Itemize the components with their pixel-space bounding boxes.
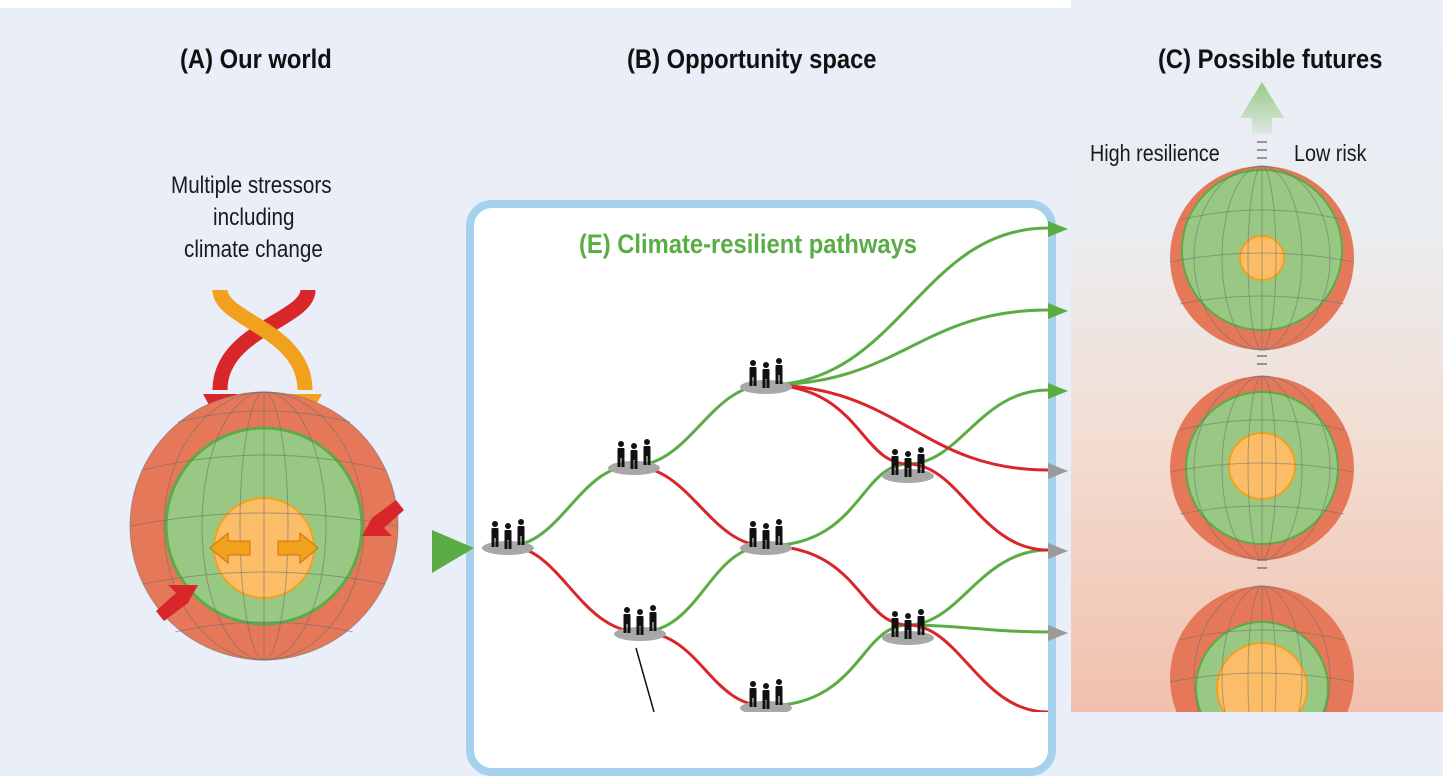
top-border xyxy=(0,0,1443,8)
future-globe-low-risk xyxy=(1169,165,1355,351)
panel-e-title: (E) Climate-resilient pathways xyxy=(579,229,918,259)
entry-arrow xyxy=(432,530,474,573)
pathway-endpoints xyxy=(1048,221,1068,641)
pathway-network xyxy=(507,226,1049,712)
high-resilience-label: High resilience xyxy=(1090,140,1220,166)
stressors-label-line-1: Multiple stressors xyxy=(171,172,332,199)
callout-line xyxy=(635,647,655,712)
stressors-label-line-3: climate change xyxy=(184,236,323,263)
stressors-label-line-2: including xyxy=(213,204,295,231)
diagram-artwork xyxy=(129,82,1355,712)
panel-a-title: (A) Our world xyxy=(180,44,332,74)
opportunity-space-box xyxy=(466,200,1056,776)
panel-c-title: (C) Possible futures xyxy=(1158,44,1383,74)
decision-points xyxy=(482,358,934,712)
future-globe-mid-risk xyxy=(1169,375,1355,561)
future-globe-high-risk xyxy=(1169,585,1355,712)
low-risk-label: Low risk xyxy=(1294,140,1367,166)
our-world-globe xyxy=(129,391,404,661)
resilience-axis xyxy=(1240,82,1284,569)
panel-b-title: (B) Opportunity space xyxy=(627,44,877,74)
